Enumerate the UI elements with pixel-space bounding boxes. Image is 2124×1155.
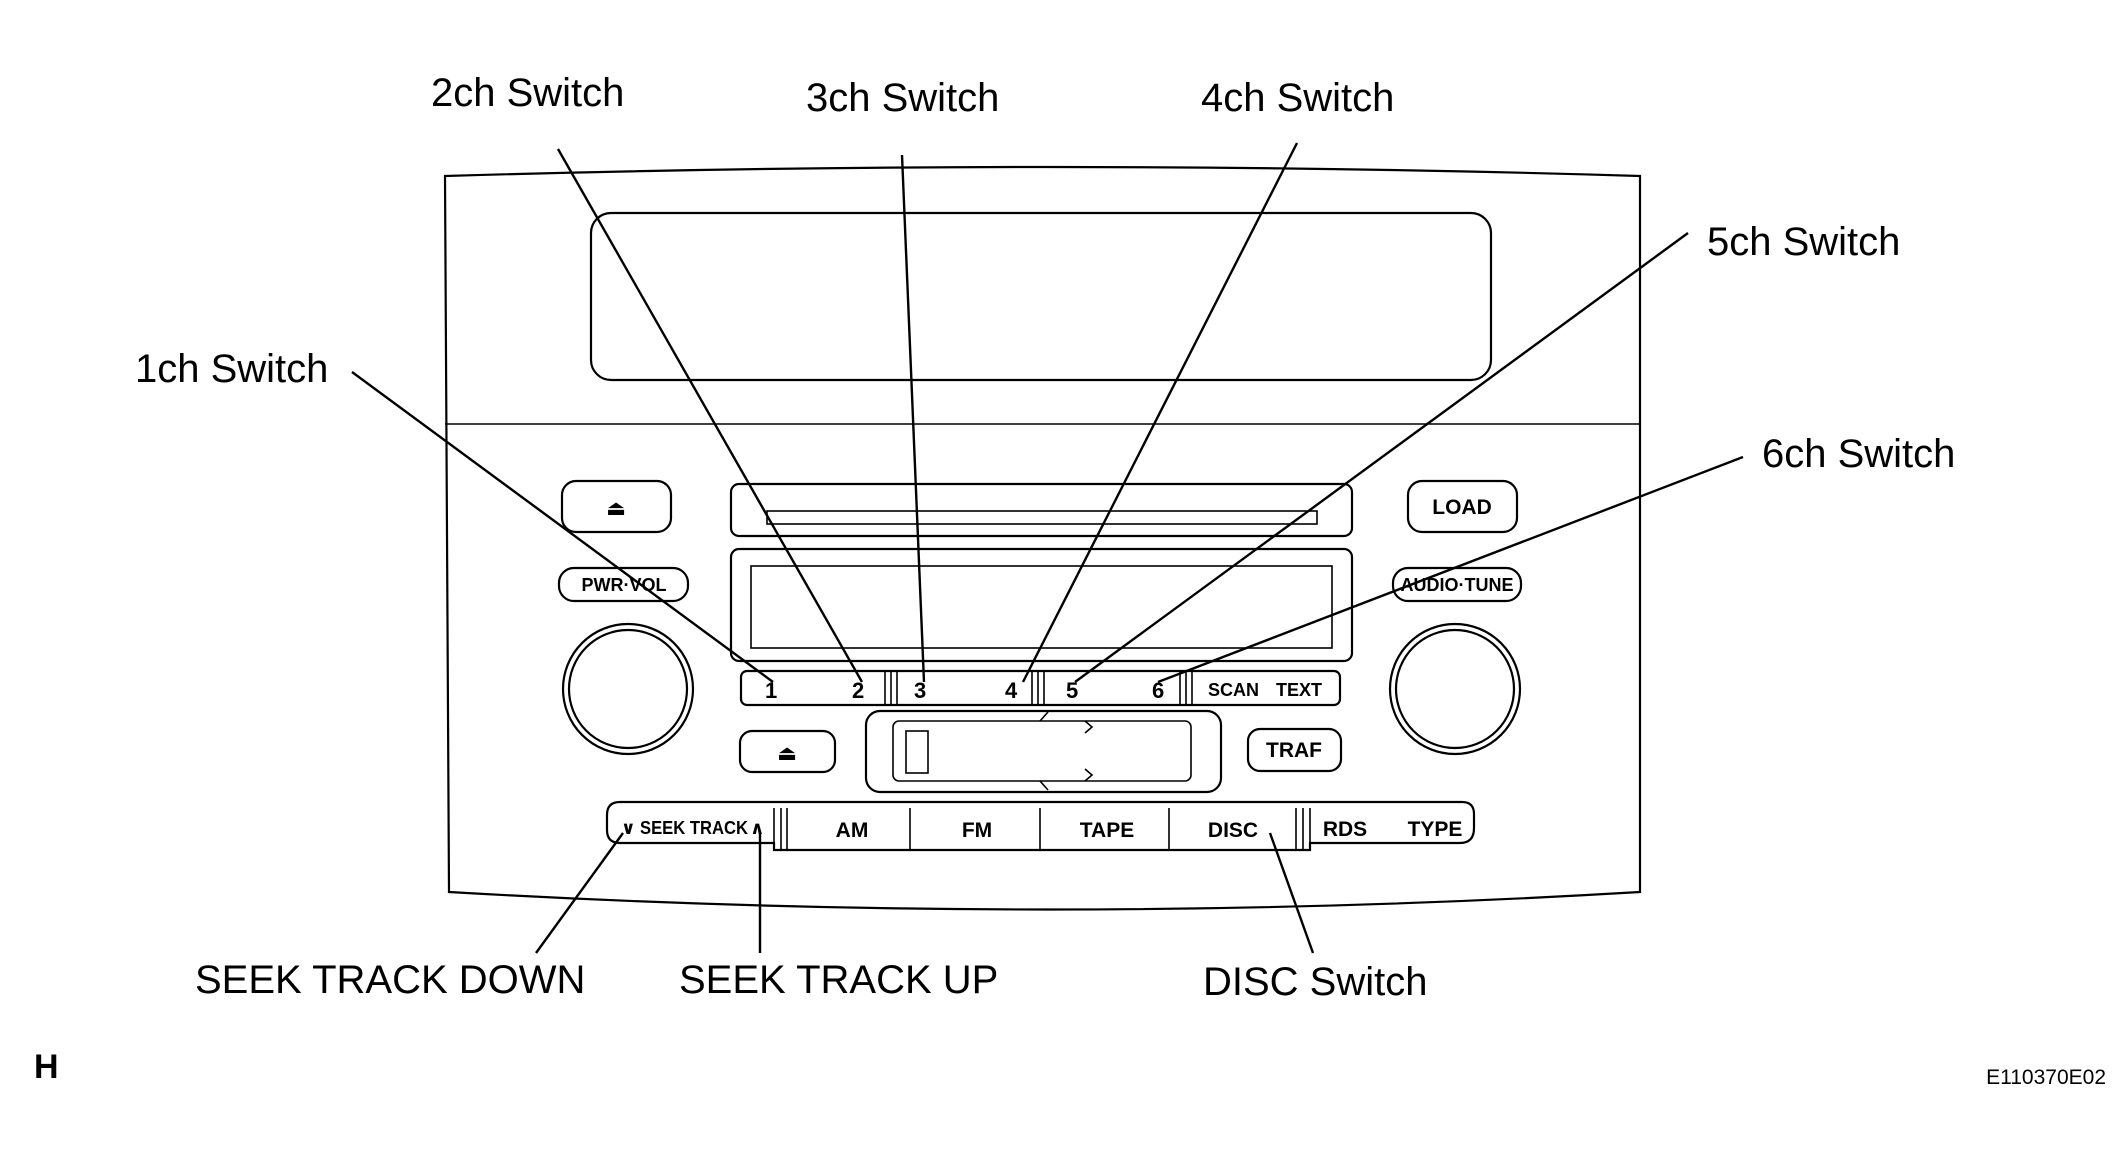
function-strip: ∨ SEEK TRACK ∧ AM FM TAPE DISC RDS TYPE [605, 800, 1476, 852]
leader-seek-down [535, 832, 624, 954]
preset-2-button[interactable]: 2 [852, 678, 864, 703]
cassette-slot [864, 709, 1223, 794]
disc-slot [729, 482, 1354, 538]
callout-seek-track-down: SEEK TRACK DOWN [195, 958, 585, 1002]
preset-5-button[interactable]: 5 [1066, 678, 1078, 703]
svg-text:TRAF: TRAF [1266, 739, 1322, 762]
pwr-vol-knob[interactable] [561, 622, 695, 756]
radio-housing [443, 165, 1642, 911]
audio-tune-knob[interactable] [1388, 622, 1522, 756]
callout-5ch-switch: 5ch Switch [1707, 220, 1900, 264]
preset-strip: 1 2 3 4 5 6 SCAN TEXT [739, 669, 1342, 707]
fm-button[interactable]: FM [962, 819, 992, 842]
eject-icon: ⏏ [777, 742, 797, 765]
leader-1ch [351, 371, 774, 683]
svg-text:AUDIO·TUNE: AUDIO·TUNE [1401, 575, 1514, 595]
seek-track-label: SEEK TRACK [640, 818, 748, 838]
disc-eject-button[interactable]: ⏏ [560, 479, 673, 534]
type-button[interactable]: TYPE [1408, 818, 1463, 841]
svg-text:LOAD: LOAD [1432, 496, 1492, 519]
preset-6-button[interactable]: 6 [1152, 678, 1164, 703]
pwr-vol-button[interactable]: PWR·VOL [557, 566, 690, 603]
left-controls: ⏏ PWR·VOL ⏏ [557, 479, 837, 774]
callout-seek-track-up: SEEK TRACK UP [679, 958, 998, 1002]
callout-3ch-switch: 3ch Switch [806, 76, 999, 120]
preset-3-button[interactable]: 3 [914, 678, 926, 703]
traf-button[interactable]: TRAF [1246, 727, 1343, 773]
tape-button[interactable]: TAPE [1080, 819, 1134, 842]
leader-2ch [556, 148, 864, 683]
scan-button[interactable]: SCAN [1208, 680, 1259, 700]
am-button[interactable]: AM [836, 819, 869, 842]
leader-5ch [1074, 232, 1689, 683]
seek-track-button[interactable]: ∨ SEEK TRACK ∧ [621, 818, 765, 838]
rds-button[interactable]: RDS [1323, 818, 1367, 841]
leader-lines [351, 142, 1744, 954]
svg-text:PWR·VOL: PWR·VOL [582, 575, 667, 595]
callout-2ch-switch: 2ch Switch [431, 71, 624, 115]
tape-eject-button[interactable]: ⏏ [738, 729, 837, 774]
disc-button[interactable]: DISC [1208, 819, 1258, 842]
text-button[interactable]: TEXT [1276, 680, 1322, 700]
callout-disc-switch: DISC Switch [1203, 960, 1428, 1004]
load-button[interactable]: LOAD [1406, 479, 1519, 534]
leader-disc [1268, 832, 1315, 954]
leader-3ch [900, 154, 926, 683]
callout-4ch-switch: 4ch Switch [1201, 76, 1394, 120]
leader-6ch [1157, 455, 1744, 684]
leader-4ch [1021, 142, 1299, 683]
seek-up-glyph[interactable]: ∧ [750, 818, 765, 838]
callout-6ch-switch: 6ch Switch [1762, 432, 1955, 476]
seek-down-glyph[interactable]: ∨ [621, 818, 636, 838]
callout-1ch-switch: 1ch Switch [135, 347, 328, 391]
preset-1-button[interactable]: 1 [765, 678, 777, 703]
eject-icon: ⏏ [606, 497, 626, 520]
figure-code: E110370E02 [1986, 1066, 2106, 1089]
preset-4-button[interactable]: 4 [1005, 678, 1018, 703]
upper-display-window [589, 211, 1493, 382]
figure-letter: H [34, 1048, 59, 1086]
callout-labels: 1ch Switch 2ch Switch 3ch Switch 4ch Swi… [135, 71, 1955, 1004]
